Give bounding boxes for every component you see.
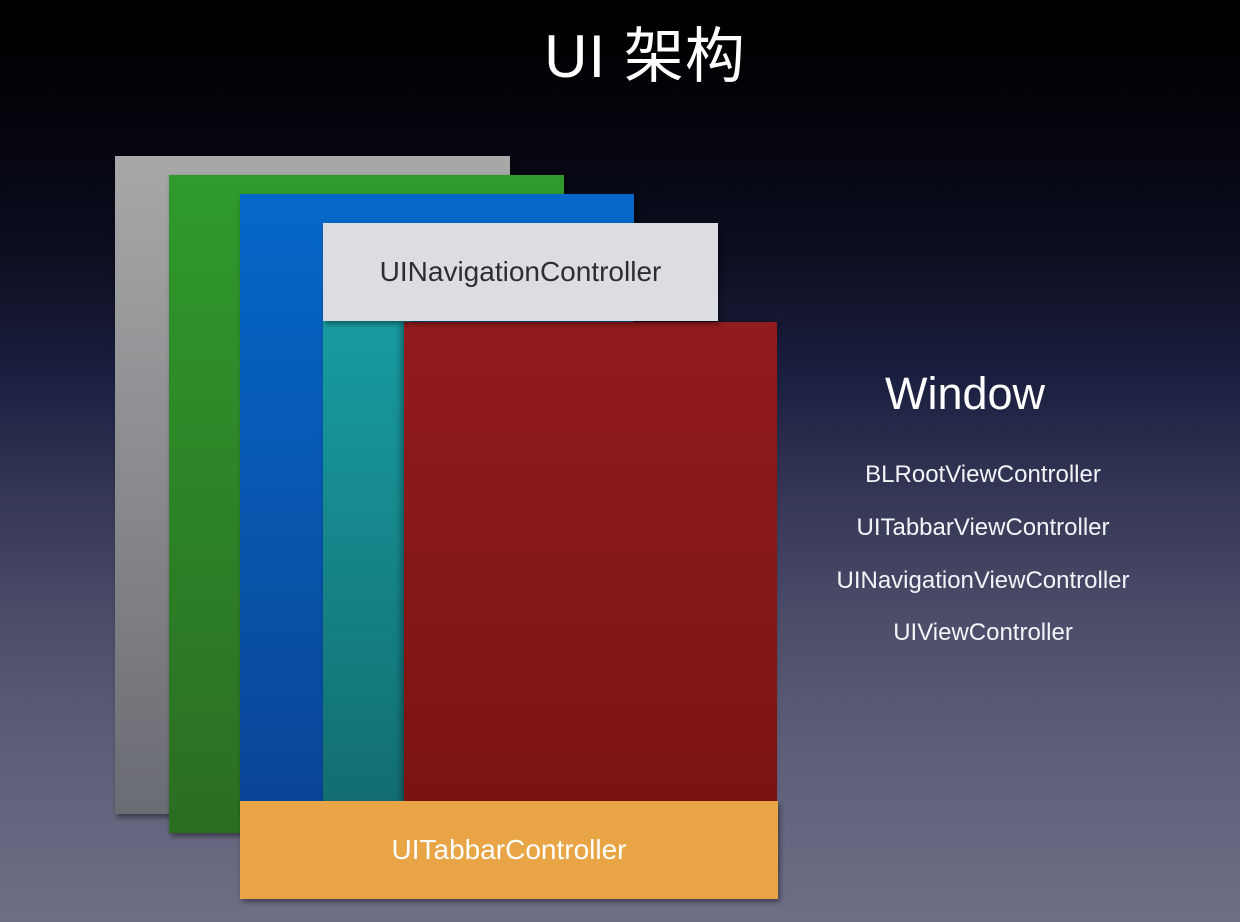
- navigation-controller-label: UINavigationController: [379, 256, 662, 287]
- legend-title: Window: [884, 368, 1046, 419]
- navigation-content-layer: [323, 321, 413, 803]
- tabbar-controller-label: UITabbarController: [391, 834, 627, 865]
- view-controller-layer: [404, 322, 777, 802]
- legend-item-view-controller: UIViewController: [893, 619, 1073, 646]
- navigation-controller-bar: UINavigationController: [323, 223, 718, 321]
- slide-title: UI 架构: [544, 23, 746, 90]
- tabbar-controller-bar: UITabbarController: [240, 801, 778, 899]
- legend-item-root-view-controller: BLRootViewController: [865, 461, 1101, 488]
- legend-item-navigation-view-controller: UINavigationViewController: [836, 567, 1130, 594]
- legend-item-tabbar-view-controller: UITabbarViewController: [856, 514, 1110, 541]
